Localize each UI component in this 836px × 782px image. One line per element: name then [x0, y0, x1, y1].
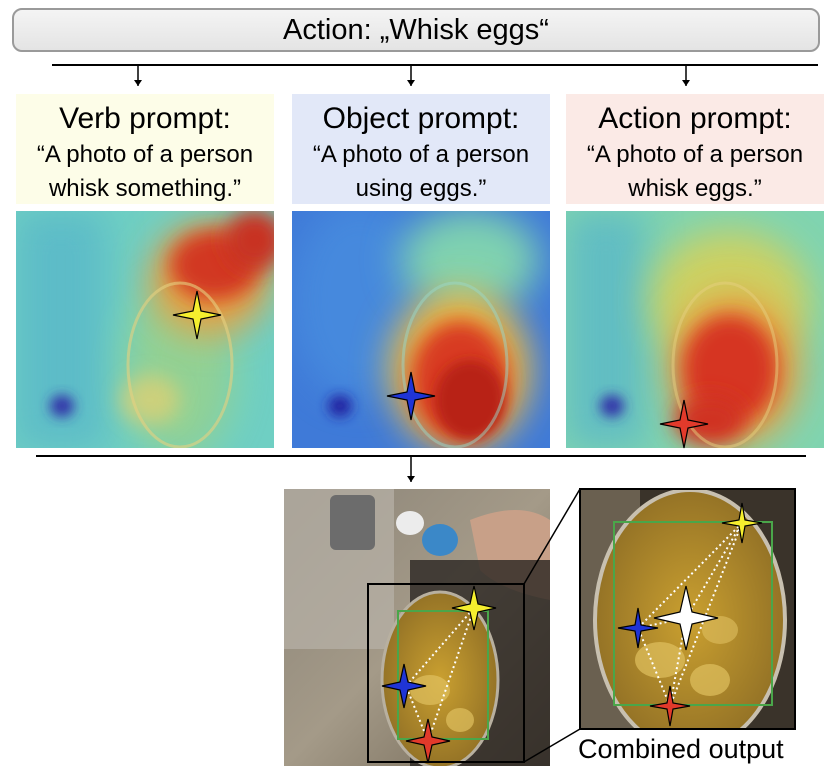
- object-star-icon: [386, 371, 436, 421]
- verb-prompt-line2: whisk something.”: [48, 175, 242, 202]
- zoom-inset-border: [579, 488, 796, 730]
- action-prompt-line1: “A photo of a person: [586, 141, 804, 168]
- zoom-verb-star-icon: [721, 502, 763, 544]
- object-prompt-line1: “A photo of a person: [312, 141, 530, 168]
- action-banner: Action: „Whisk eggs“: [12, 8, 820, 52]
- action-prompt-title: Action prompt:: [598, 102, 792, 135]
- combined-photo: [284, 489, 550, 766]
- zoom-object-star-icon: [617, 607, 659, 649]
- object-prompt-line2: using eggs.”: [355, 175, 487, 202]
- verb-prompt-box: Verb prompt: “A photo of a person whisk …: [16, 94, 274, 204]
- action-heatmap: [566, 211, 824, 448]
- combined-output-caption: Combined output: [578, 734, 784, 764]
- verb-prompt-line1: “A photo of a person: [36, 141, 254, 168]
- action-prompt-line2: whisk eggs.”: [628, 175, 762, 202]
- object-prompt-title: Object prompt:: [322, 102, 520, 135]
- action-prompt-box: Action prompt: “A photo of a person whis…: [566, 94, 824, 204]
- verb-star-icon: [172, 290, 222, 340]
- action-label: Action: „Whisk eggs“: [283, 13, 549, 46]
- action-star-icon: [659, 399, 709, 449]
- zoom-action-star-icon: [649, 685, 691, 727]
- combined-verb-star-icon: [451, 585, 497, 631]
- verb-heatmap: [16, 211, 274, 448]
- combined-object-star-icon: [381, 663, 427, 709]
- combined-action-star-icon: [405, 718, 451, 764]
- object-heatmap: [292, 211, 550, 448]
- zoom-combined-star-icon: [653, 585, 719, 651]
- bottom-connector: [36, 455, 806, 482]
- combined-overlay: [367, 488, 581, 763]
- object-prompt-box: Object prompt: “A photo of a person usin…: [292, 94, 550, 204]
- verb-prompt-title: Verb prompt:: [59, 102, 231, 135]
- top-connector: [52, 64, 818, 86]
- zoom-bounding-box: [613, 521, 773, 706]
